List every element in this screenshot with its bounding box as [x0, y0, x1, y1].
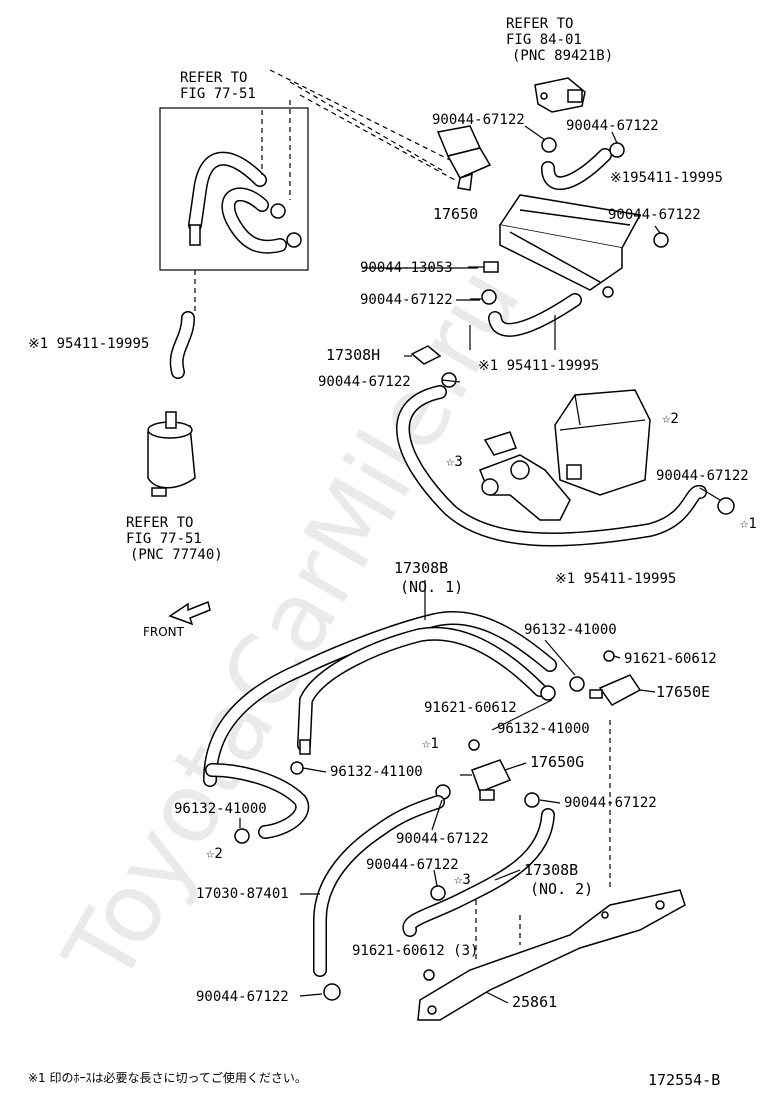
clamp-icon: [717, 497, 735, 515]
label-star3: ☆3: [454, 872, 471, 888]
label-17308B-no2: (NO. 2): [530, 880, 593, 898]
refer-left-line2: FIG 77-51: [180, 86, 256, 102]
vsv-17650E: [589, 674, 642, 706]
refer-fig-84-01: REFER TO FIG 84-01 (PNC 89421B): [506, 16, 613, 64]
label-91621-60612: 91621-60612: [624, 651, 717, 667]
clamp-icon: [540, 685, 556, 701]
label-90044-67122: 90044-67122: [318, 374, 411, 390]
label-25861: 25861: [512, 993, 557, 1011]
footnote: ※1 印のﾎｰｽは必要な長さに切ってご使用ください。: [28, 1070, 307, 1085]
clamp-icon: [290, 761, 304, 775]
label-90044-67122: 90044-67122: [396, 831, 489, 847]
vsv-bracket-part: [534, 77, 586, 113]
label-96132-41000: 96132-41000: [524, 622, 617, 638]
vsv-17650G: [460, 759, 512, 801]
clamp-icon: [541, 137, 557, 153]
clamp-icon: [286, 232, 302, 248]
clamp-icon: [609, 142, 625, 158]
clamp-icon: [524, 792, 540, 808]
label-17308B-no1: (NO. 1): [400, 578, 463, 596]
bolt-icon: [468, 739, 480, 751]
canister-tray: [498, 194, 642, 298]
label-95411-19995: ※1 95411-19995: [555, 571, 676, 587]
label-17650: 17650: [433, 205, 478, 223]
label-17650E: 17650E: [656, 683, 710, 701]
label-17030-87401: 17030-87401: [196, 886, 289, 902]
refer-filter-line2: FIG 77-51: [126, 531, 202, 547]
bolt-icon: [423, 969, 435, 981]
clamp-icon: [234, 828, 250, 844]
bolt-icon: [603, 650, 615, 662]
refer-left-line1: REFER TO: [180, 70, 247, 86]
label-90044-67122: 90044-67122: [196, 989, 289, 1005]
label-90044-67122: 90044-67122: [608, 207, 701, 223]
clamp-icon: [323, 983, 341, 1001]
label-front: FRONT: [143, 625, 185, 639]
label-17308H: 17308H: [326, 346, 380, 364]
label-95411-19995: ※1 95411-19995: [478, 358, 599, 374]
label-90044-67122: 90044-67122: [432, 112, 525, 128]
label-90044-67122: 90044-67122: [656, 468, 749, 484]
refer-filter-line3: (PNC 77740): [130, 547, 223, 563]
reference-box: [159, 107, 309, 271]
refer-line1: REFER TO: [506, 16, 573, 32]
clamp-icon: [270, 203, 286, 219]
charcoal-canister: [554, 389, 651, 496]
refer-fig-77-51-box: REFER TO FIG 77-51: [159, 70, 309, 271]
label-96132-41100: 96132-41100: [330, 764, 423, 780]
label-91621-60612: 91621-60612: [424, 700, 517, 716]
refer-line2: FIG 84-01: [506, 32, 582, 48]
label-17308B: 17308B: [394, 559, 448, 577]
label-90044-67122: 90044-67122: [366, 857, 459, 873]
label-195411-19995: ※195411-19995: [610, 170, 723, 186]
clamp-icon: [481, 289, 497, 305]
front-arrow-icon: [168, 600, 211, 626]
label-90044-67122: 90044-67122: [564, 795, 657, 811]
label-96132-41000: 96132-41000: [174, 801, 267, 817]
fuel-filter: [147, 411, 196, 497]
label-17650G: 17650G: [530, 753, 584, 771]
label-star2: ☆2: [206, 846, 223, 862]
label-star1: ☆1: [740, 516, 757, 532]
label-90044-67122: 90044-67122: [360, 292, 453, 308]
clamp-icon: [653, 232, 669, 248]
connector-13053: [468, 261, 499, 273]
refer-line3: (PNC 89421B): [512, 48, 613, 64]
refer-filter-line1: REFER TO: [126, 515, 193, 531]
clamp-icon: [430, 885, 446, 901]
clip-17308H: [404, 345, 442, 365]
label-star1: ☆1: [422, 736, 439, 752]
label-95411-19995: ※1 95411-19995: [28, 336, 149, 352]
valve-assembly: [479, 431, 571, 521]
clamp-icon: [569, 676, 585, 692]
label-91621-60612-3: 91621-60612 (3): [352, 943, 478, 959]
vsv-17650: [436, 125, 492, 191]
label-star3: ☆3: [446, 454, 463, 470]
label-star2: ☆2: [662, 411, 679, 427]
figure-number: 172554-B: [648, 1071, 720, 1089]
label-17308B: 17308B: [524, 861, 578, 879]
bracket-25861: [417, 889, 686, 1021]
label-96132-41000: 96132-41000: [497, 721, 590, 737]
label-90044-67122: 90044-67122: [566, 118, 659, 134]
